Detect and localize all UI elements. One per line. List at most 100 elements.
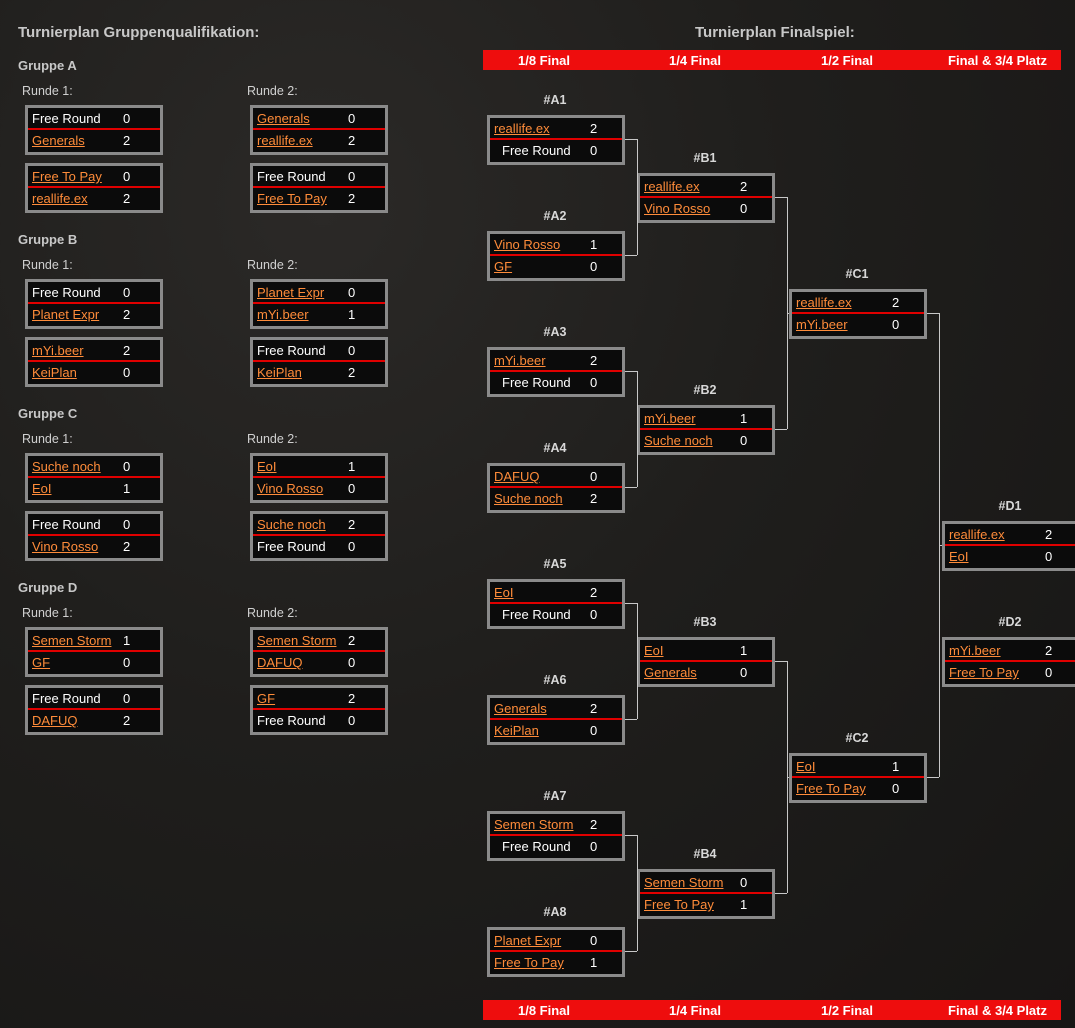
team-score: 2 xyxy=(590,701,598,716)
team-link[interactable]: DAFUQ xyxy=(32,713,78,728)
team-score: 0 xyxy=(123,169,131,184)
team-link[interactable]: Free To Pay xyxy=(32,169,102,184)
team-link[interactable]: EoI xyxy=(949,549,969,564)
team-link[interactable]: EoI xyxy=(32,481,52,496)
team-link[interactable]: mYi.beer xyxy=(257,307,309,322)
team-link[interactable]: reallife.ex xyxy=(32,191,88,206)
team-link[interactable]: Suche noch xyxy=(644,433,713,448)
team-score: 1 xyxy=(740,897,748,912)
team-link[interactable]: GF xyxy=(494,259,513,274)
team-link[interactable]: mYi.beer xyxy=(32,343,84,358)
team-score: 0 xyxy=(590,839,598,854)
team-link[interactable]: Free To Pay xyxy=(796,781,866,796)
team-score: 0 xyxy=(740,665,748,680)
team-link[interactable]: mYi.beer xyxy=(644,411,696,426)
team-link[interactable]: mYi.beer xyxy=(949,643,1001,658)
team-link[interactable]: Semen Storm xyxy=(32,633,112,648)
team-link[interactable]: Suche noch xyxy=(257,517,326,532)
team-link[interactable]: reallife.ex xyxy=(494,121,550,136)
team-link[interactable]: EoI xyxy=(644,643,664,658)
team-link[interactable]: Free To Pay xyxy=(949,665,1019,680)
team-row: GF 2 xyxy=(253,688,385,710)
team-link[interactable]: Vino Rosso xyxy=(494,237,561,252)
team-link[interactable]: Suche noch xyxy=(32,459,101,474)
team-link[interactable]: reallife.ex xyxy=(257,133,313,148)
round-label-semi: 1/2 Final xyxy=(821,53,874,68)
bracket-connector xyxy=(625,255,637,256)
team-link[interactable]: Semen Storm xyxy=(257,633,337,648)
team-link[interactable]: mYi.beer xyxy=(796,317,848,332)
team-link[interactable]: EoI xyxy=(257,459,277,474)
team-link[interactable]: Free To Pay xyxy=(644,897,714,912)
team-link[interactable]: EoI xyxy=(796,759,816,774)
bracket-connector xyxy=(787,313,789,314)
team-link[interactable]: mYi.beer xyxy=(494,353,546,368)
team-link[interactable]: Free To Pay xyxy=(257,191,327,206)
team-score: 1 xyxy=(348,459,356,474)
team-link[interactable]: Generals xyxy=(494,701,547,716)
team-row: Vino Rosso 0 xyxy=(253,478,385,500)
round-label-final: Final & 3/4 Platz xyxy=(948,53,1047,68)
team-link[interactable]: Semen Storm xyxy=(494,817,574,832)
team-score: 2 xyxy=(348,691,356,706)
round-2-label: Runde 2: xyxy=(247,84,298,98)
team-link[interactable]: GF xyxy=(257,691,276,706)
match-id-label: #A5 xyxy=(543,557,567,571)
team-link[interactable]: KeiPlan xyxy=(257,365,302,380)
team-link[interactable]: DAFUQ xyxy=(257,655,303,670)
team-link[interactable]: Generals xyxy=(644,665,697,680)
team-name: Free Round xyxy=(257,713,326,728)
team-link[interactable]: KeiPlan xyxy=(32,365,77,380)
round-2-label: Runde 2: xyxy=(247,432,298,446)
group-heading: Gruppe C xyxy=(18,406,78,421)
team-link[interactable]: reallife.ex xyxy=(949,527,1005,542)
team-link[interactable]: Free To Pay xyxy=(494,955,564,970)
team-link[interactable]: Vino Rosso xyxy=(32,539,99,554)
group-heading: Gruppe D xyxy=(18,580,78,595)
team-link[interactable]: Suche noch xyxy=(494,491,563,506)
team-link[interactable]: Planet Expr xyxy=(32,307,100,322)
team-score: 0 xyxy=(348,481,356,496)
team-name: Free Round xyxy=(32,517,101,532)
team-score: 1 xyxy=(740,643,748,658)
round-label-quarter: 1/4 Final xyxy=(669,53,722,68)
team-link[interactable]: Vino Rosso xyxy=(644,201,711,216)
team-link[interactable]: GF xyxy=(32,655,51,670)
team-link[interactable]: Generals xyxy=(32,133,85,148)
team-link[interactable]: Generals xyxy=(257,111,310,126)
bracket-connector xyxy=(625,139,637,140)
team-link[interactable]: EoI xyxy=(494,585,514,600)
team-link[interactable]: Planet Expr xyxy=(494,933,562,948)
bracket-connector xyxy=(637,139,638,255)
bracket-connector xyxy=(939,545,942,546)
team-link[interactable]: KeiPlan xyxy=(494,723,539,738)
team-link[interactable]: DAFUQ xyxy=(494,469,540,484)
team-link[interactable]: reallife.ex xyxy=(796,295,852,310)
team-link[interactable]: reallife.ex xyxy=(644,179,700,194)
team-score: 0 xyxy=(590,143,598,158)
team-link[interactable]: Vino Rosso xyxy=(257,481,324,496)
team-score: 2 xyxy=(348,517,356,532)
team-link[interactable]: Planet Expr xyxy=(257,285,325,300)
team-link[interactable]: Semen Storm xyxy=(644,875,724,890)
team-score: 0 xyxy=(123,459,131,474)
